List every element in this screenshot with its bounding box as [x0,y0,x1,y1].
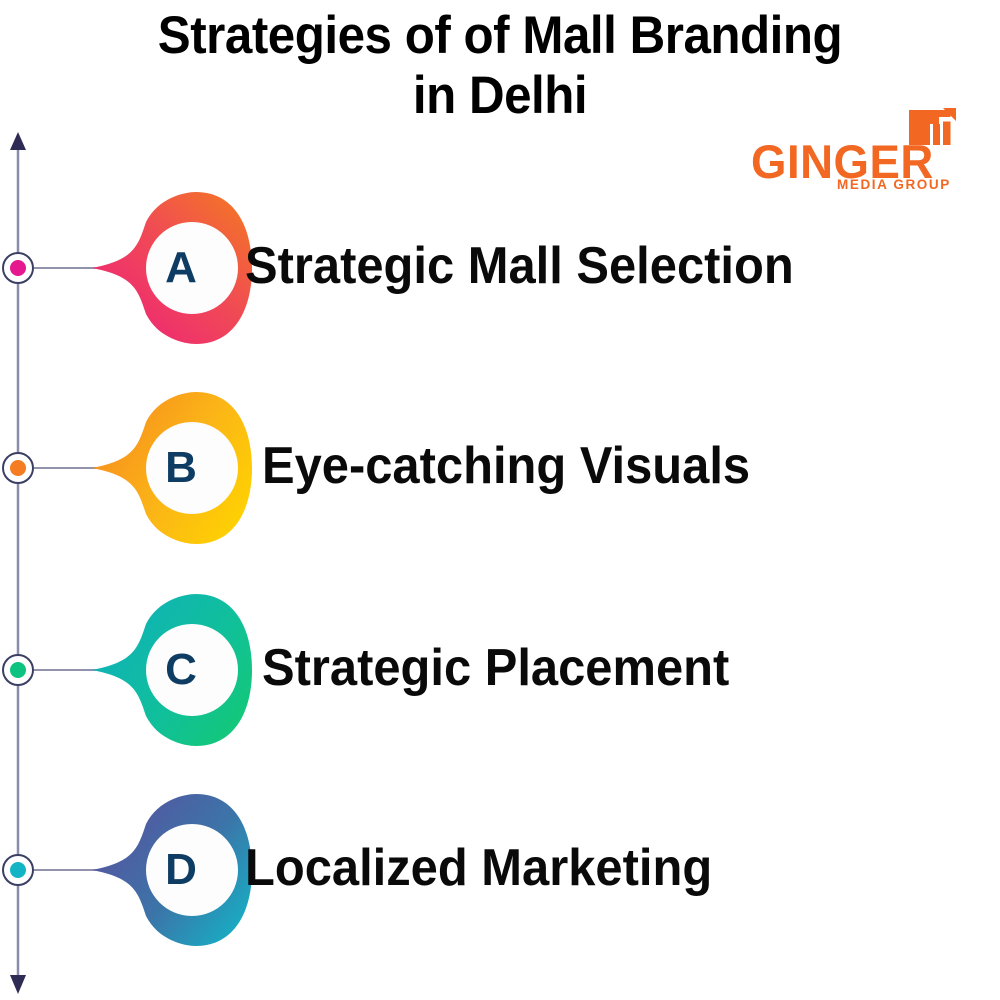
timeline-row-a[interactable]: A Strategic Mall Selection [0,168,1000,368]
badge-pin-shape-c [92,594,252,746]
timeline-label-d: Localized Marketing [245,839,713,897]
page-title: Strategies of of Mall Branding in Delhi [0,6,1000,127]
timeline-dot-d[interactable] [2,854,34,886]
badge-b[interactable]: B [92,392,252,544]
badge-pin-shape-a [92,192,252,344]
timeline-axis [10,132,26,994]
timeline-dot-c[interactable] [2,654,34,686]
nested-square-arrow-icon [909,108,956,145]
timeline-row-d[interactable]: D Localized Marketing [0,770,1000,970]
badge-a[interactable]: A [92,192,252,344]
timeline-dot-a[interactable] [2,252,34,284]
badge-c[interactable]: C [92,594,252,746]
badge-pin-shape-d [92,794,252,946]
timeline-label-b: Eye-catching Visuals [262,437,751,495]
timeline-label-a: Strategic Mall Selection [245,237,794,295]
timeline-connector-a [34,267,116,269]
timeline-dot-b[interactable] [2,452,34,484]
timeline-label-c: Strategic Placement [262,639,730,697]
timeline-connector-d [34,869,116,871]
timeline-connector-c [34,669,116,671]
brand-logo: GINGER MEDIA GROUP [745,108,977,203]
timeline-row-b[interactable]: B Eye-catching Visuals [0,368,1000,568]
logo-wordmark: GINGER [751,135,934,188]
badge-pin-shape-b [92,392,252,544]
page-title-text: Strategies of of Mall Branding in Delhi [157,6,843,126]
timeline-row-c[interactable]: C Strategic Placement [0,570,1000,770]
badge-d[interactable]: D [92,794,252,946]
timeline-connector-b [34,467,116,469]
logo-tagline: MEDIA GROUP [837,177,951,192]
